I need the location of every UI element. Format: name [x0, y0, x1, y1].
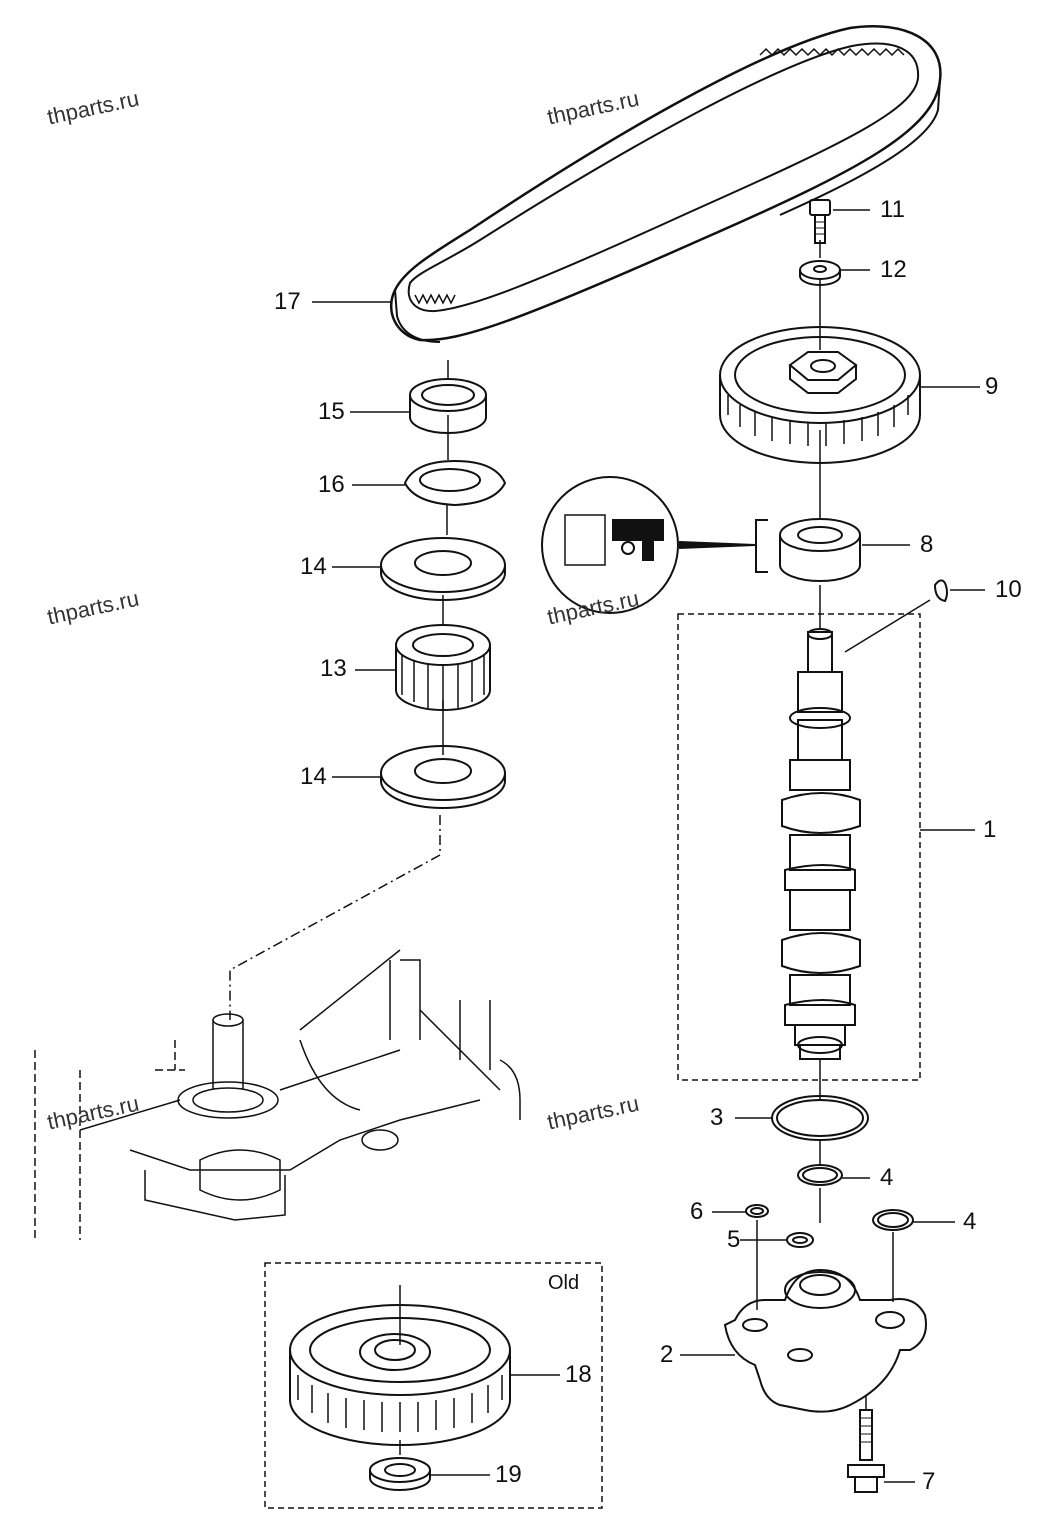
woodruff-key-10 [933, 579, 948, 603]
callout-18: 18 [565, 1361, 592, 1388]
oil-pump-2 [723, 1268, 927, 1413]
callout-11: 11 [880, 196, 905, 223]
callout-4a: 4 [880, 1164, 894, 1191]
callout-9: 9 [985, 373, 999, 400]
callout-4b: 4 [963, 1208, 977, 1235]
o-ring-4a [797, 1164, 843, 1186]
o-ring-6 [745, 1204, 769, 1218]
oil-seal-8 [779, 518, 861, 582]
callout-7: 7 [922, 1468, 936, 1495]
thrust-washer-14a [380, 537, 506, 601]
callout-19: 19 [495, 1461, 522, 1488]
o-ring-4b [872, 1209, 914, 1231]
lock-washer-16 [403, 459, 507, 507]
bolt-11 [809, 199, 831, 244]
callout-15: 15 [318, 398, 345, 425]
callout-3: 3 [710, 1104, 724, 1131]
engine-block [34, 815, 521, 1240]
callout-5: 5 [727, 1226, 741, 1253]
o-ring-3 [771, 1095, 869, 1141]
callout-12: 12 [880, 256, 907, 283]
old-label: Old [548, 1272, 580, 1294]
thrust-washer-14b [380, 745, 506, 809]
old-parts-box [264, 1262, 603, 1509]
callout-6: 6 [690, 1198, 704, 1225]
callout-2: 2 [660, 1341, 674, 1368]
callout-17: 17 [274, 288, 301, 315]
callout-14b: 14 [300, 763, 327, 790]
leader-lines [312, 209, 985, 1483]
callout-13: 13 [320, 655, 347, 682]
o-ring-5 [786, 1232, 814, 1248]
crank-sprocket-13 [395, 624, 491, 711]
camshaft-1 [677, 613, 921, 1081]
callout-10: 10 [995, 576, 1022, 603]
timing-belt [389, 25, 942, 343]
callout-8: 8 [920, 531, 934, 558]
bolt-7 [847, 1409, 885, 1493]
callout-14a: 14 [300, 553, 327, 580]
callout-1: 1 [983, 816, 997, 843]
axis-lines [399, 240, 931, 1455]
callout-16: 16 [318, 471, 345, 498]
seal-detail-inset [541, 476, 768, 614]
